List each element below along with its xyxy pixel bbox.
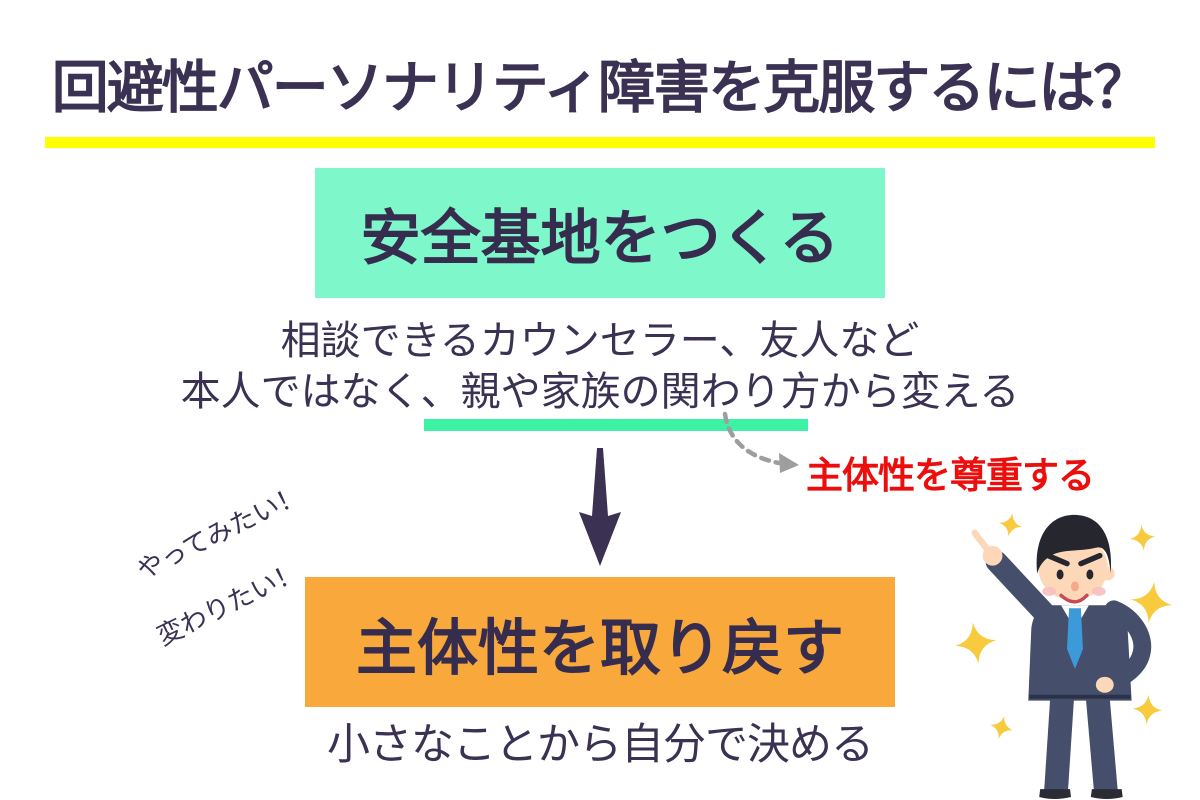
step1-label: 安全基地をつくる <box>360 204 840 272</box>
annotation-respect-autonomy: 主体性を尊重する <box>806 455 1095 496</box>
sparkle-icon <box>987 713 1016 742</box>
businessman-tie <box>1067 608 1083 669</box>
step1-description: 相談できるカウンセラー、友人など 本人ではなく、親や家族の関わり方から変える <box>0 316 1200 418</box>
businessman-arm-on-hip <box>1100 600 1152 692</box>
businessman-leg <box>1085 698 1118 791</box>
sparkle-icon <box>1128 523 1157 552</box>
sparkle-icon <box>1131 693 1164 726</box>
businessman-pointing-finger <box>971 529 991 553</box>
businessman-shoe <box>1039 789 1072 800</box>
businessman-mouth <box>1059 593 1089 604</box>
highlight-underline <box>424 419 808 431</box>
step2-regain-agency-box: 主体性を取り戻す <box>305 577 895 707</box>
businessman-shoe <box>1090 789 1123 800</box>
step2-label: 主体性を取り戻す <box>355 613 844 682</box>
businessman-illustration <box>952 511 1176 800</box>
businessman-cheek <box>1042 586 1057 596</box>
businessman-eye <box>1086 569 1094 580</box>
businessman-hip-hand <box>1095 676 1114 693</box>
dashed-curve-arrow-icon <box>722 411 799 473</box>
down-arrow-icon <box>579 448 621 566</box>
businessman-leg <box>1044 698 1074 791</box>
businessman-eyebrow <box>1078 552 1103 567</box>
step2-description: 小さなことから自分で決める <box>327 721 874 769</box>
step1-description-line2: 本人ではなく、親や家族の関わり方から変える <box>180 370 1020 414</box>
businessman-hair <box>1036 514 1112 574</box>
businessman-pointing-arm <box>985 550 1064 633</box>
sparkle-icon <box>996 511 1025 539</box>
businessman-nose <box>1071 581 1079 592</box>
step1-description-line1: 相談できるカウンセラー、友人など <box>280 319 920 363</box>
step1-safe-base-box: 安全基地をつくる <box>315 168 885 298</box>
businessman-eyebrow <box>1045 552 1070 567</box>
title-underline-bar <box>45 137 1155 148</box>
page-title: 回避性パーソナリティ障害を克服するには？ <box>51 56 1151 120</box>
sparkle-icon <box>952 619 1000 667</box>
businessman-cheek <box>1091 586 1106 596</box>
businessman-ear <box>1100 566 1115 581</box>
businessman-eye <box>1056 569 1064 580</box>
